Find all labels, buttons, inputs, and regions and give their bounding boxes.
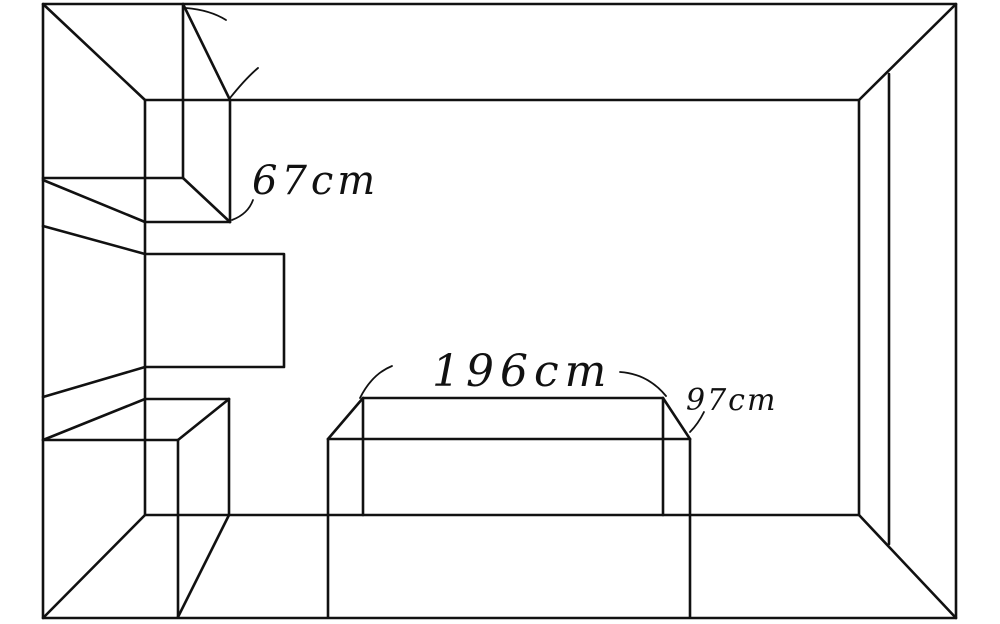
upper-shelf — [41, 2, 232, 224]
floor-edge-left — [41, 513, 147, 620]
sofa-width-tick-left — [359, 365, 393, 399]
sofa-depth-tick — [689, 411, 705, 433]
room-walls — [41, 2, 958, 620]
cabinet-top-right-diagonal — [176, 397, 231, 442]
cabinet-top-left-diagonal — [41, 397, 147, 442]
wall-panel-rect — [143, 252, 286, 369]
dimension-marks — [185, 7, 705, 433]
sofa-right-arm-diagonal — [661, 396, 692, 441]
sofa-left-arm-diagonal — [326, 396, 365, 441]
shelf-tick-top — [185, 7, 227, 21]
sofa — [326, 396, 692, 619]
outer-frame — [41, 2, 958, 620]
upper-shelf-top-diagonal — [181, 2, 232, 102]
ceiling-edge-left — [41, 2, 147, 102]
lower-cabinet — [41, 397, 231, 619]
cabinet-bottom-diagonal — [176, 513, 231, 619]
shelf-tick-mid — [229, 67, 259, 99]
sofa-width-label: 196cm — [432, 346, 612, 397]
upper-shelf-bottom-diagonal — [181, 176, 232, 224]
shelf-tick-bottom — [231, 199, 254, 221]
floor-edge-right — [857, 513, 958, 620]
sofa-depth-label: 97cm — [686, 383, 777, 418]
shelf-height-label: 67cm — [252, 158, 379, 204]
ceiling-edge-right — [857, 2, 958, 102]
wall-panel-top-perspective — [41, 224, 147, 256]
upper-shelf-wall-line — [41, 178, 147, 224]
sofa-width-tick-right — [619, 371, 667, 397]
wall-panel-bottom-perspective — [41, 365, 147, 399]
wall-panel — [41, 224, 286, 399]
